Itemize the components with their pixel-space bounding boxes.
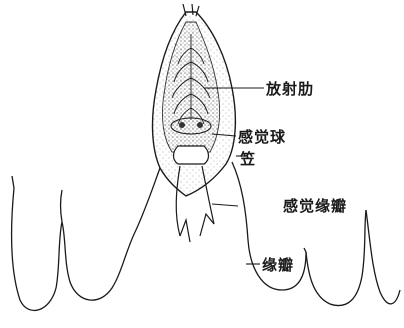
bell-body (153, 4, 236, 196)
label-sensory-ball: 感觉球 (238, 126, 286, 147)
label-lid: 笠 (240, 148, 256, 169)
label-margin: 缘瓣 (262, 254, 294, 275)
lid-structure (174, 146, 215, 242)
label-sensory-margin: 感觉缘瓣 (283, 195, 347, 216)
label-radial-canal: 放射肋 (266, 78, 314, 99)
sensory-ball (171, 118, 211, 134)
